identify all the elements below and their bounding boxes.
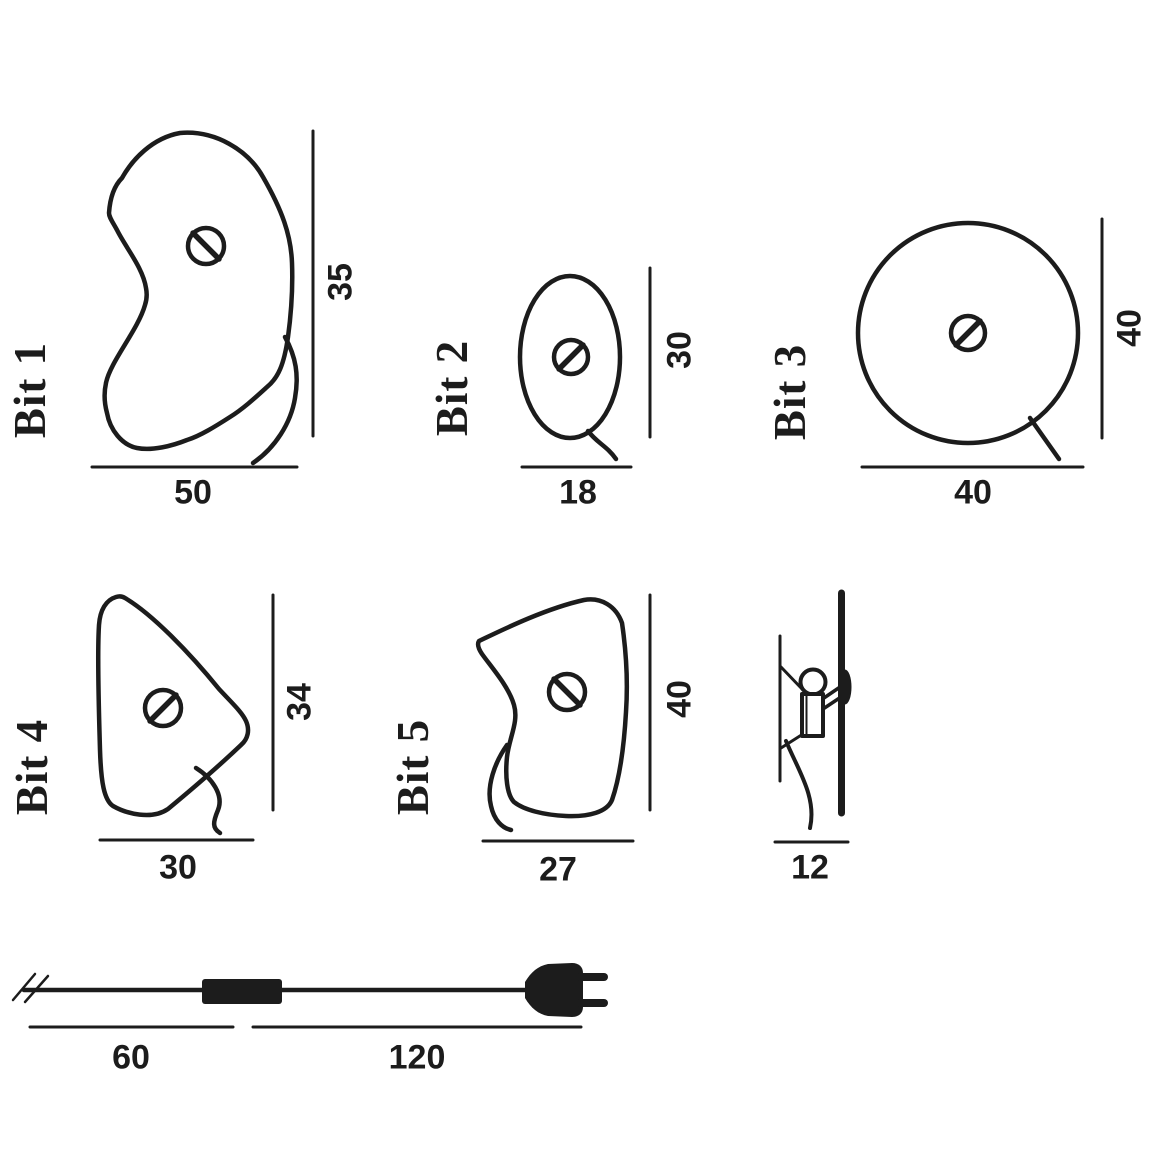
figure-bit1 xyxy=(90,129,315,469)
side-view-cable xyxy=(784,739,814,830)
figure-bit2 xyxy=(517,266,652,469)
lower-strut xyxy=(779,732,805,750)
cord-60-label: 60 xyxy=(112,1038,150,1077)
bulb xyxy=(798,667,828,697)
bit3-screw-icon xyxy=(948,313,988,353)
figure-bit4 xyxy=(95,593,275,842)
bit1-cable xyxy=(250,334,299,466)
bit3-cable xyxy=(1027,415,1062,462)
bit2-name-label: Bit 2 xyxy=(427,339,477,437)
figure-bit5 xyxy=(475,593,652,843)
socket-body xyxy=(800,692,825,738)
bit5-outline xyxy=(475,597,630,819)
bit1-height-label: 35 xyxy=(321,263,360,301)
cord-diagram xyxy=(11,963,608,1029)
bit5-screw-icon xyxy=(546,671,588,713)
bit2-height-label: 30 xyxy=(660,331,699,369)
bit2-cable xyxy=(585,428,619,462)
bit2-width-label: 18 xyxy=(559,473,597,512)
bit3-outline xyxy=(855,220,1081,446)
bit3-height-label: 40 xyxy=(1110,309,1149,347)
bit4-width-label: 30 xyxy=(159,848,197,887)
bit4-height-label: 34 xyxy=(280,683,319,721)
figure-bit3 xyxy=(855,217,1104,469)
bit3-name-label: Bit 3 xyxy=(765,343,815,441)
bit5-height-label: 40 xyxy=(660,680,699,718)
bit5-width-label: 27 xyxy=(539,850,577,889)
plug xyxy=(525,963,583,1017)
bit4-name-label: Bit 4 xyxy=(7,718,57,816)
bit5-cable xyxy=(487,742,514,833)
bit4-screw-icon xyxy=(142,687,184,729)
bit2-screw-icon xyxy=(551,337,591,377)
inline-switch xyxy=(202,979,282,1004)
bit3-width-label: 40 xyxy=(954,473,992,512)
bit4-cable xyxy=(193,765,223,836)
bit1-name-label: Bit 1 xyxy=(5,341,55,439)
bit4-outline xyxy=(95,594,251,818)
cord-120-label: 120 xyxy=(388,1038,446,1077)
bit5-name-label: Bit 5 xyxy=(388,718,438,816)
bit2-outline xyxy=(517,273,623,441)
bit1-screw-icon xyxy=(185,225,227,267)
cable-break-slash-1 xyxy=(11,972,37,1002)
bit1-width-label: 50 xyxy=(174,473,212,512)
bit1-outline xyxy=(102,130,295,452)
side-view xyxy=(773,589,852,844)
depth-label: 12 xyxy=(791,848,829,887)
